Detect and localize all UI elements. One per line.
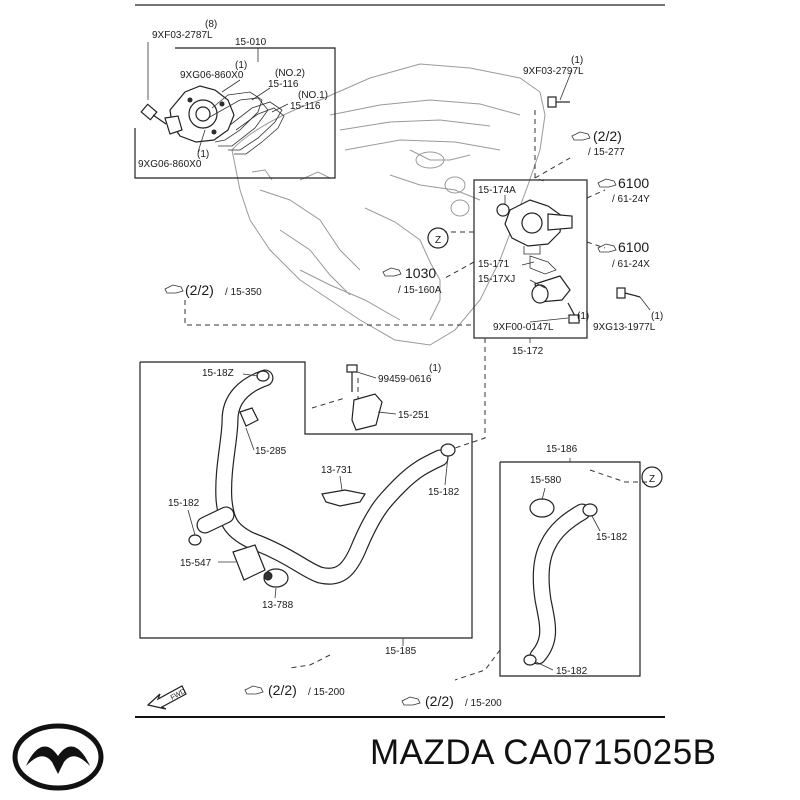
callout-15-277: / 15-277 xyxy=(588,147,625,158)
callout-15-010: 15-010 xyxy=(235,37,267,48)
leader-dashed-lines xyxy=(184,110,650,681)
callout-bolt-top-right-qty: (1) xyxy=(571,55,583,66)
callout-bolt-right-qty: (1) xyxy=(651,311,663,322)
callout-15-285: 15-285 xyxy=(255,446,287,457)
callout-15-200-a-page: (2/2) xyxy=(268,682,297,698)
callout-15-182-d: 15-182 xyxy=(556,666,588,677)
hose-15-185-drawing xyxy=(196,369,449,585)
callout-6100-b-sub: / 61-24X xyxy=(612,259,650,270)
callout-gasket-d: 9XG06-860X0 xyxy=(138,159,202,170)
thermostat-housing-drawing xyxy=(496,199,580,324)
zone-z-upper-circle xyxy=(427,227,449,249)
callout-6100-b: 6100 xyxy=(618,239,649,255)
water-pump-drawing xyxy=(140,42,285,155)
bolt-9xf03-2787l-drawing xyxy=(140,42,167,125)
callout-15-277-page: (2/2) xyxy=(593,128,622,144)
callout-15-182-a: 15-182 xyxy=(428,487,460,498)
callout-15-171: 15-171 xyxy=(478,259,510,270)
callout-15-200-a: / 15-200 xyxy=(308,687,345,698)
part-number-title: MAZDA CA0715025B xyxy=(370,733,717,772)
leader-lines xyxy=(187,48,601,671)
callout-gasket-b-qty: (NO.2) xyxy=(275,68,305,79)
zone-z-upper-label: Z xyxy=(435,235,441,246)
callout-bolt-mid: 99459-0616 xyxy=(378,374,432,385)
zone-z-lower-label: Z xyxy=(649,474,655,485)
callout-15-547: 15-547 xyxy=(180,558,212,569)
callout-bolt-bottom: 9XF00-0147L xyxy=(493,322,554,333)
callout-1030: 1030 xyxy=(405,265,436,281)
footer-divider xyxy=(135,716,665,718)
callout-15-17xj: 15-17XJ xyxy=(478,274,515,285)
callout-15-200-b: / 15-200 xyxy=(465,698,502,709)
callout-bolt-right: 9XG13-1977L xyxy=(593,322,656,333)
callout-15-186: 15-186 xyxy=(546,444,578,455)
callout-gasket-c: 15-116 xyxy=(290,101,321,112)
callout-bolt-top-left-qty: (8) xyxy=(205,19,217,30)
callout-15-182-c: 15-182 xyxy=(596,532,628,543)
callout-bolt-top-left: 9XF03-2787L xyxy=(152,30,213,41)
callout-1030-sub: / 15-160A xyxy=(398,285,442,296)
box-15-010 xyxy=(134,47,336,179)
callout-13-731: 13-731 xyxy=(321,465,353,476)
callout-15-350: / 15-350 xyxy=(225,287,262,298)
callout-gasket-b: 15-116 xyxy=(268,79,299,90)
callout-15-350-page: (2/2) xyxy=(185,282,214,298)
callout-15-580: 15-580 xyxy=(530,475,562,486)
fwd-label: FWD xyxy=(170,688,187,702)
callout-bolt-mid-qty: (1) xyxy=(429,363,441,374)
box-15-186 xyxy=(499,461,641,677)
pointer-hand-icons xyxy=(164,131,617,706)
callout-13-788: 13-788 xyxy=(262,600,294,611)
callout-15-182-b: 15-182 xyxy=(168,498,200,509)
callout-gasket-a: 9XG06-860X0 xyxy=(180,70,244,81)
engine-block-outline xyxy=(231,63,546,346)
mazda-logo-icon xyxy=(12,723,104,791)
bolt-9xg13-1977l-drawing xyxy=(616,287,651,311)
callout-6100-a-sub: / 61-24Y xyxy=(612,194,650,205)
callout-15-251: 15-251 xyxy=(398,410,430,421)
callout-15-172: 15-172 xyxy=(512,346,544,357)
callout-bolt-bottom-qty: (1) xyxy=(577,311,589,322)
bolt-9xf03-2797l-drawing xyxy=(547,69,573,108)
callout-15-174a: 15-174A xyxy=(478,185,516,196)
callout-15-200-b-page: (2/2) xyxy=(425,693,454,709)
callout-gasket-c-qty: (NO.1) xyxy=(298,90,328,101)
callout-15-18z: 15-18Z xyxy=(202,368,234,379)
callout-15-185: 15-185 xyxy=(385,646,417,657)
callout-gasket-a-qty: (1) xyxy=(235,60,247,71)
box-15-185 xyxy=(139,361,473,639)
callout-bolt-top-right: 9XF03-2797L xyxy=(523,66,584,77)
hose-15-186-drawing xyxy=(523,498,598,666)
box-15-172 xyxy=(473,179,588,339)
zone-z-lower-circle xyxy=(641,466,663,488)
callout-gasket-d-qty: (1) xyxy=(197,149,209,160)
fwd-arrow-icon xyxy=(146,685,187,710)
callout-6100-a: 6100 xyxy=(618,175,649,191)
